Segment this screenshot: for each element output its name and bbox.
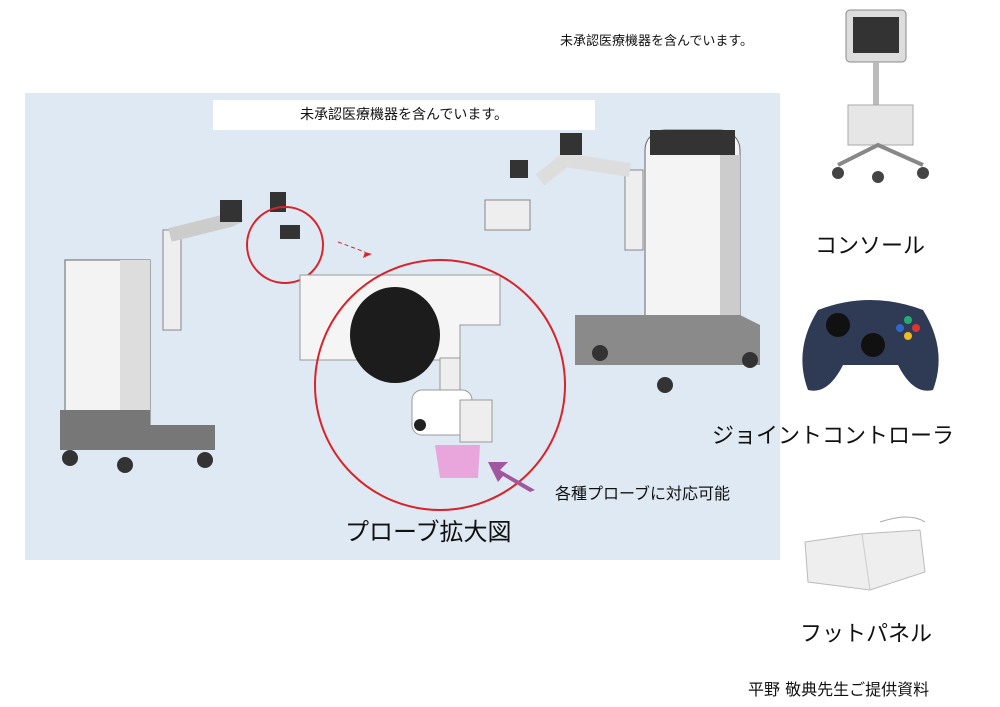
probe-zoom-illustration — [299, 259, 566, 511]
component-label-foot-panel: フットパネル — [800, 622, 933, 647]
console-cart-icon — [832, 9, 929, 183]
credit-text: 平野 敬典先生ご提供資料 — [748, 680, 930, 699]
gamepad-icon — [802, 300, 939, 391]
robot-right-illustration — [484, 129, 760, 393]
foot-pedal-icon — [804, 516, 926, 591]
small-focus-circle — [246, 206, 372, 284]
probe-compatibility-callout: 各種プローブに対応可能 — [555, 484, 731, 503]
robot-left-illustration — [60, 192, 300, 473]
probe-zoom-title: プローブ拡大図 — [345, 518, 512, 546]
unapproved-device-note: 未承認医療機器を含んでいます。 — [560, 34, 754, 49]
panel-unapproved-label: 未承認医療機器を含んでいます。 — [213, 100, 595, 130]
component-label-joint-controller: ジョイントコントローラ — [712, 424, 955, 449]
component-label-console: コンソール — [815, 234, 926, 259]
